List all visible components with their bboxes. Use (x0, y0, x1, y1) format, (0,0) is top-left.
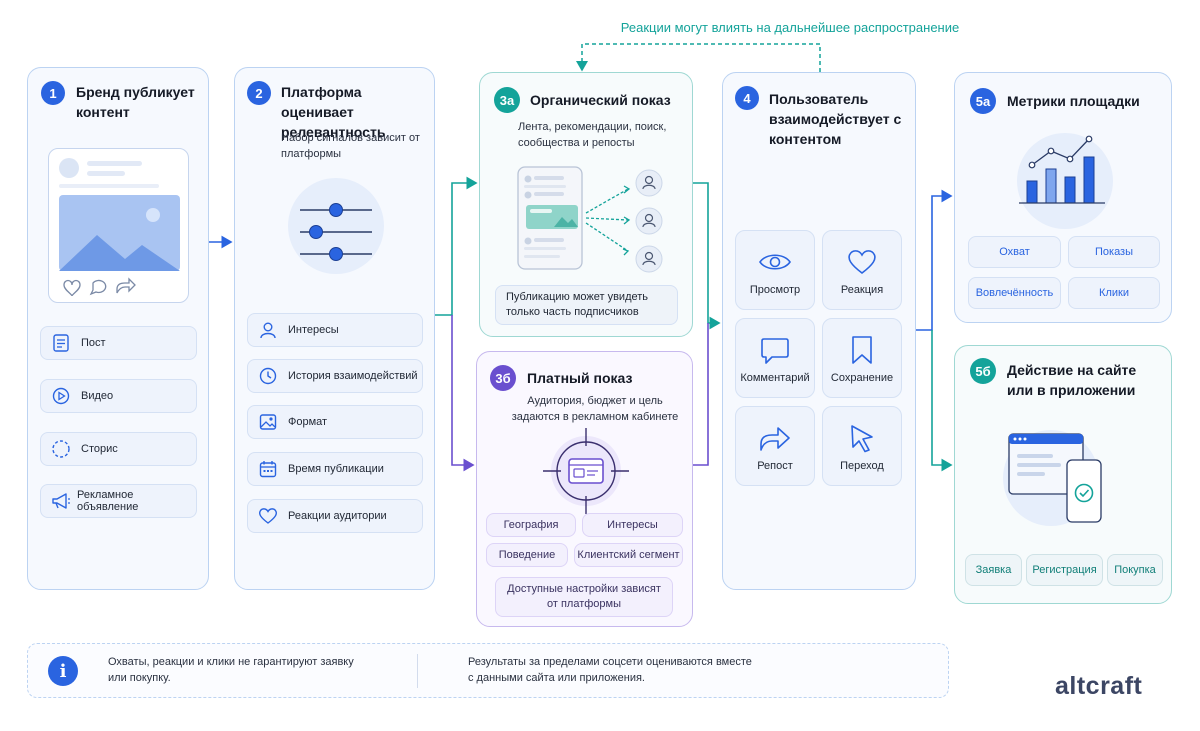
signal-reactions: Реакции аудитории (247, 499, 423, 533)
step1-title: Бренд публикует контент (76, 84, 195, 120)
altcraft-logo: altcraft (1055, 672, 1143, 700)
stories-icon (51, 439, 71, 459)
info-text-left: Охваты, реакции и клики не гарантируют з… (108, 656, 354, 684)
step3a-card: 3а Органический показ Лента, рекомендаци… (479, 72, 693, 337)
sliders-illustration (280, 178, 392, 278)
clock-icon (258, 366, 278, 386)
target-illustration (541, 426, 631, 516)
step5a-card: 5а Метрики площадки Охват Показы Вовлечё… (954, 72, 1172, 323)
step5a-title: Метрики площадки (1007, 93, 1140, 109)
step4-card: 4 Пользователь взаимодействует с контент… (722, 72, 916, 590)
info-text-right: Результаты за пределами соцсети оцениваю… (468, 656, 752, 684)
format-post: Пост (40, 326, 197, 360)
step2-subtitle: Набор сигналов зависит от платформы (281, 132, 420, 160)
metric-reach: Охват (968, 236, 1061, 268)
site-action-purchase: Покупка (1107, 554, 1163, 586)
post-mockup (48, 148, 189, 303)
targeting-behavior: Поведение (486, 543, 568, 567)
signal-time: Время публикации (247, 452, 423, 486)
play-icon (51, 386, 71, 406)
step3b-badge: 3б (490, 365, 516, 391)
step5b-title: Действие на сайте или в приложении (1007, 362, 1137, 398)
step3b-note: Доступные настройки зависят от платформы (495, 577, 673, 617)
signal-history: История взаимодействий (247, 359, 423, 393)
document-icon (51, 333, 71, 353)
metrics-chart-illustration (1005, 131, 1125, 231)
heart-icon (258, 506, 278, 526)
user-icon (258, 320, 278, 340)
calendar-icon (258, 459, 278, 479)
step3a-subtitle: Лента, рекомендации, поиск, сообщества и… (518, 121, 667, 149)
eye-icon (758, 244, 792, 280)
cursor-icon (848, 420, 876, 456)
signal-interests: Интересы (247, 313, 423, 347)
info-divider (417, 654, 418, 688)
megaphone-icon (51, 491, 71, 511)
organic-reach-illustration (516, 163, 671, 273)
metric-impressions: Показы (1068, 236, 1160, 268)
signal-format: Формат (247, 405, 423, 439)
format-stories: Сторис (40, 432, 197, 466)
step3a-badge: 3а (494, 87, 520, 113)
action-repost: Репост (735, 406, 815, 486)
step4-badge: 4 (735, 86, 759, 110)
site-action-lead: Заявка (965, 554, 1022, 586)
action-comment: Комментарий (735, 318, 815, 398)
step5b-card: 5б Действие на сайте или в приложении За… (954, 345, 1172, 604)
step2-badge: 2 (247, 81, 271, 105)
info-icon: i (48, 656, 78, 686)
step1-card: 1 Бренд публикует контент Пост Видео Сто… (27, 67, 209, 590)
heart-icon (846, 244, 878, 280)
step3a-note: Публикацию может увидеть только часть по… (495, 285, 678, 325)
step2-title: Платформа оценивает релевантность (281, 84, 386, 140)
comment-icon (760, 332, 790, 368)
share-arrow-icon (759, 420, 791, 456)
step3b-title: Платный показ (527, 370, 633, 386)
step3b-card: 3б Платный показ Аудитория, бюджет и цел… (476, 351, 693, 627)
targeting-geo: География (486, 513, 576, 537)
targeting-interests: Интересы (582, 513, 683, 537)
site-app-illustration (985, 428, 1135, 528)
step3a-title: Органический показ (530, 92, 671, 108)
metric-engagement: Вовлечённость (968, 277, 1061, 309)
image-icon (258, 412, 278, 432)
action-reaction: Реакция (822, 230, 902, 310)
step3b-subtitle: Аудитория, бюджет и цель задаются в рекл… (511, 395, 679, 423)
info-panel: i Охваты, реакции и клики не гарантируют… (27, 643, 949, 698)
step1-badge: 1 (41, 81, 65, 105)
action-view: Просмотр (735, 230, 815, 310)
step5a-badge: 5а (970, 88, 996, 114)
targeting-segment: Клиентский сегмент (574, 543, 683, 567)
action-click: Переход (822, 406, 902, 486)
action-save: Сохранение (822, 318, 902, 398)
bookmark-icon (850, 332, 874, 368)
format-ad: Рекламное объявление (40, 484, 197, 518)
step4-title: Пользователь взаимодействует с контентом (769, 91, 902, 147)
format-video: Видео (40, 379, 197, 413)
step5b-badge: 5б (970, 358, 996, 384)
metric-clicks: Клики (1068, 277, 1160, 309)
site-action-registration: Регистрация (1026, 554, 1103, 586)
feedback-note: Реакции могут влиять на дальнейшее распр… (620, 20, 960, 35)
step2-card: 2 Платформа оценивает релевантность Набо… (234, 67, 435, 590)
